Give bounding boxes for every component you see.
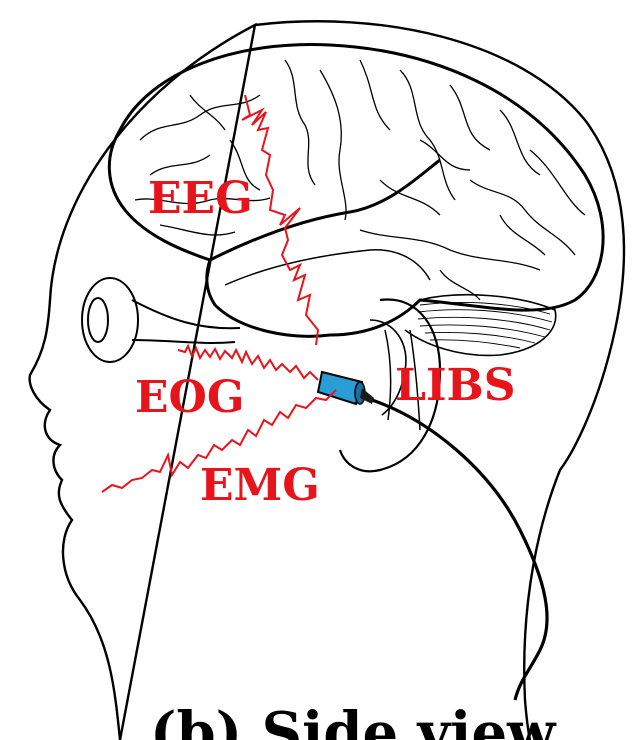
libs-label: LIBS	[395, 360, 515, 411]
figure-caption: (b) Side view	[150, 700, 557, 740]
eeg-label: EEG	[148, 173, 253, 224]
emg-label: EMG	[200, 460, 320, 511]
cerebellum-folia	[418, 302, 552, 348]
temporal-lobe-inner	[225, 250, 430, 285]
earpiece-cable	[372, 400, 547, 700]
eog-label: EOG	[135, 372, 244, 423]
eeg-signal-trace	[242, 95, 318, 345]
